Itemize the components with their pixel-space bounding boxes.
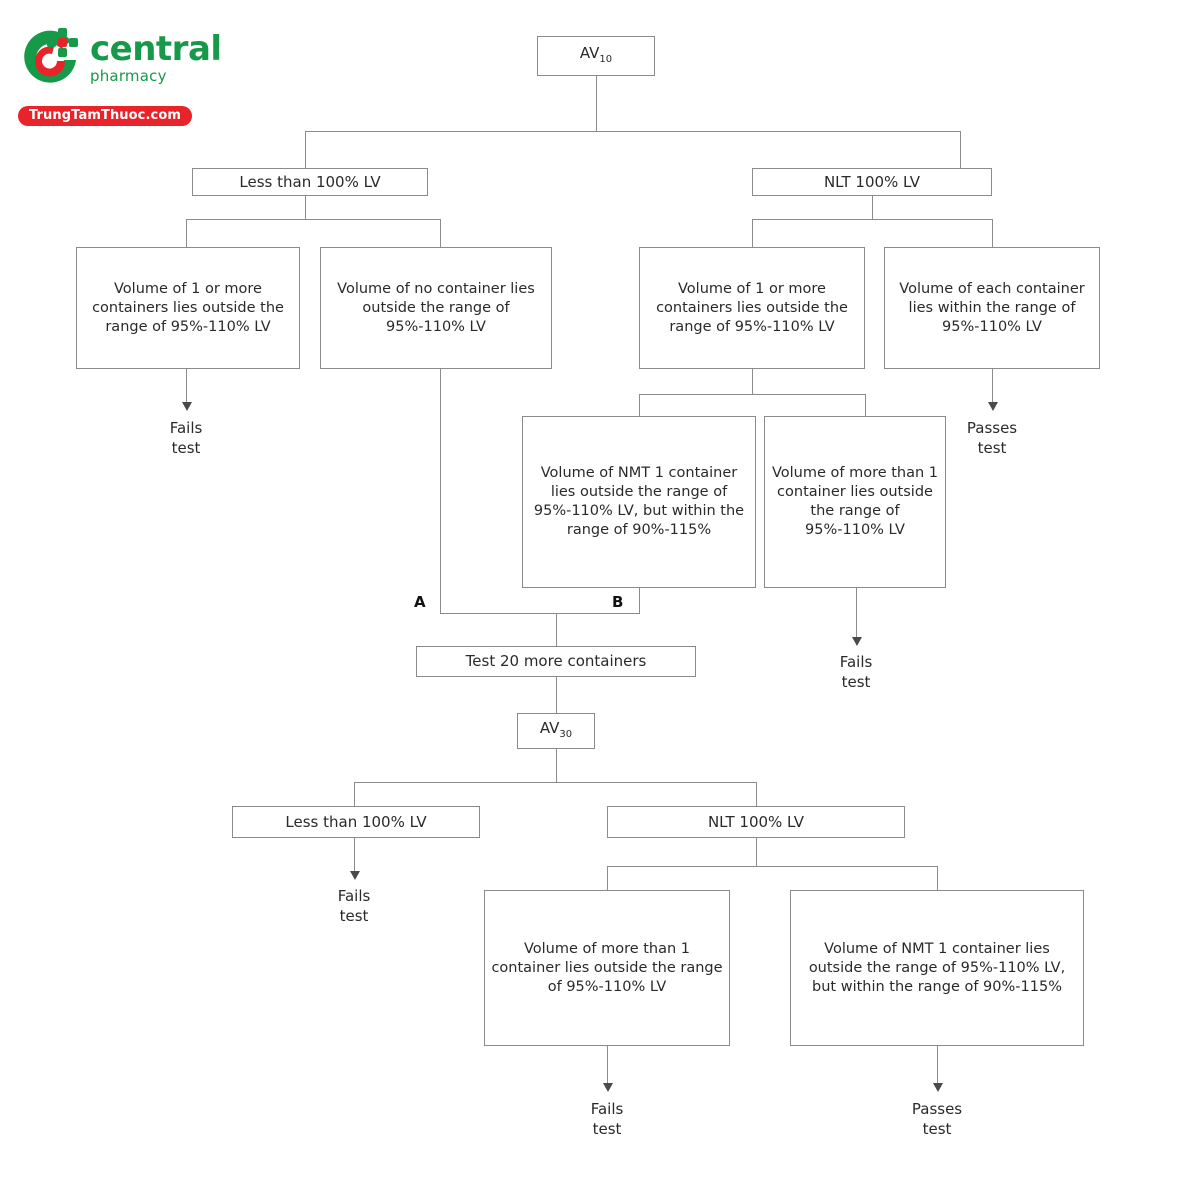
terminal-fails-test-right-mid: Fails test <box>839 653 873 691</box>
node-av10[interactable]: AV10 <box>537 36 655 76</box>
node-nlt-100-lv-bottom[interactable]: NLT 100% LV <box>607 806 905 838</box>
junction-marker-b: B <box>612 593 624 611</box>
node-less-than-100-lv-top[interactable]: Less than 100% LV <box>192 168 428 196</box>
node-av10-label: AV <box>579 43 600 62</box>
arrowhead-fails-left-top <box>182 402 192 411</box>
connector-level2-right-drop <box>756 782 757 806</box>
node-nmt1-outside-but-within-bottom[interactable]: Volume of NMT 1 container lies outside t… <box>790 890 1084 1046</box>
node-one-or-more-outside-right-label: Volume of 1 or more containers lies outs… <box>656 280 848 335</box>
connector-passes-right-top <box>992 369 993 405</box>
connector-nlt-bar <box>752 219 992 220</box>
connector-level2-left-drop <box>354 782 355 806</box>
node-test-20-more-containers-label: Test 20 more containers <box>465 652 647 670</box>
connector-fails-left-top <box>186 369 187 405</box>
terminal-passes-test-right-bottom: Passes test <box>911 1100 963 1138</box>
connector-av10-down <box>596 76 597 131</box>
brand-ribbon-trungtamthuoc[interactable]: TrungTamThuoc.com <box>18 106 193 126</box>
node-one-or-more-outside-left-label: Volume of 1 or more containers lies outs… <box>92 280 284 335</box>
terminal-fails-test-left-top: Fails test <box>169 419 203 457</box>
node-one-or-more-outside-right[interactable]: Volume of 1 or more containers lies outs… <box>639 247 865 369</box>
node-nlt-100-lv-top-label: NLT 100% LV <box>823 172 921 191</box>
brand-wordmark: central pharmacy <box>90 32 222 85</box>
node-nlt-100-lv-top[interactable]: NLT 100% LV <box>752 168 992 196</box>
connector-merge-to-test20 <box>556 613 557 646</box>
central-pharmacy-logo-icon <box>14 24 86 96</box>
node-nmt1-outside-but-within-label: Volume of NMT 1 container lies outside t… <box>533 465 745 538</box>
connector-lessthan-right-drop <box>440 219 441 247</box>
connector-nlt-right-drop <box>992 219 993 247</box>
arrowhead-passes-right-bottom <box>933 1083 943 1092</box>
connector-fails-right-mid <box>856 588 857 640</box>
connector-lessthan-down <box>305 196 306 219</box>
brand-tagline: pharmacy <box>90 67 167 85</box>
arrowhead-fails-mid-bottom <box>603 1083 613 1092</box>
connector-nlt-left-drop <box>752 219 753 247</box>
connector-right1-bar <box>639 394 865 395</box>
connector-fails-left-bottom <box>354 838 355 874</box>
connector-a-branch-to-merge <box>440 613 556 614</box>
connector-right1-right-drop <box>865 394 866 416</box>
node-nlt-100-lv-bottom-label: NLT 100% LV <box>707 812 805 831</box>
connector-nlt-bottom-left-drop <box>607 866 608 890</box>
connector-b-branch-to-merge <box>556 613 640 614</box>
connector-right1-down <box>752 369 753 394</box>
connector-lessthan-bar <box>186 219 440 220</box>
node-more-than-1-outside-label: Volume of more than 1 container lies out… <box>771 465 939 538</box>
node-more-than-1-outside-bottom-label: Volume of more than 1 container lies out… <box>491 940 723 995</box>
terminal-fails-test-mid-bottom: Fails test <box>590 1100 624 1138</box>
node-no-container-outside[interactable]: Volume of no container lies outside the … <box>320 247 552 369</box>
connector-av30-down <box>556 749 557 782</box>
connector-nlt-bottom-right-drop <box>937 866 938 890</box>
node-nmt1-outside-but-within[interactable]: Volume of NMT 1 container lies outside t… <box>522 416 756 588</box>
node-av30-subscript: 30 <box>559 728 573 740</box>
connector-right1-left-drop <box>639 394 640 416</box>
node-each-container-within-label: Volume of each container lies within the… <box>899 280 1085 335</box>
node-less-than-100-lv-bottom[interactable]: Less than 100% LV <box>232 806 480 838</box>
node-test-20-more-containers[interactable]: Test 20 more containers <box>416 646 696 677</box>
node-av10-subscript: 10 <box>599 53 613 65</box>
connector-a-branch-drop <box>440 369 441 613</box>
connector-fails-mid-bottom <box>607 1046 608 1086</box>
connector-level1-right-drop <box>960 131 961 168</box>
connector-nlt-bottom-bar <box>607 866 937 867</box>
connector-nlt-down <box>872 196 873 219</box>
brand-logo[interactable]: central pharmacy TrungTamThuoc.com <box>14 22 244 126</box>
node-less-than-100-lv-bottom-label: Less than 100% LV <box>285 812 427 831</box>
node-less-than-100-lv-top-label: Less than 100% LV <box>239 172 381 191</box>
node-more-than-1-outside-bottom[interactable]: Volume of more than 1 container lies out… <box>484 890 730 1046</box>
node-nmt1-outside-but-within-bottom-label: Volume of NMT 1 container lies outside t… <box>808 940 1066 995</box>
brand-name: central <box>90 29 222 69</box>
connector-level2-bar <box>354 782 756 783</box>
connector-test20-to-av30 <box>556 677 557 713</box>
junction-marker-a: A <box>414 593 426 611</box>
arrowhead-fails-left-bottom <box>350 871 360 880</box>
node-one-or-more-outside-left[interactable]: Volume of 1 or more containers lies outs… <box>76 247 300 369</box>
node-av30[interactable]: AV30 <box>517 713 595 749</box>
connector-b-branch-drop <box>639 588 640 613</box>
arrowhead-passes-right-top <box>988 402 998 411</box>
connector-level1-bar <box>305 131 960 132</box>
connector-lessthan-left-drop <box>186 219 187 247</box>
terminal-passes-test-right-top: Passes test <box>966 419 1018 457</box>
terminal-fails-test-left-bottom: Fails test <box>337 887 371 925</box>
arrowhead-fails-right-mid <box>852 637 862 646</box>
node-more-than-1-outside[interactable]: Volume of more than 1 container lies out… <box>764 416 946 588</box>
node-no-container-outside-label: Volume of no container lies outside the … <box>337 280 535 335</box>
connector-passes-right-bottom <box>937 1046 938 1086</box>
connector-nlt-bottom-down <box>756 838 757 866</box>
connector-level1-left-drop <box>305 131 306 168</box>
node-each-container-within[interactable]: Volume of each container lies within the… <box>884 247 1100 369</box>
node-av30-label: AV <box>539 718 560 737</box>
